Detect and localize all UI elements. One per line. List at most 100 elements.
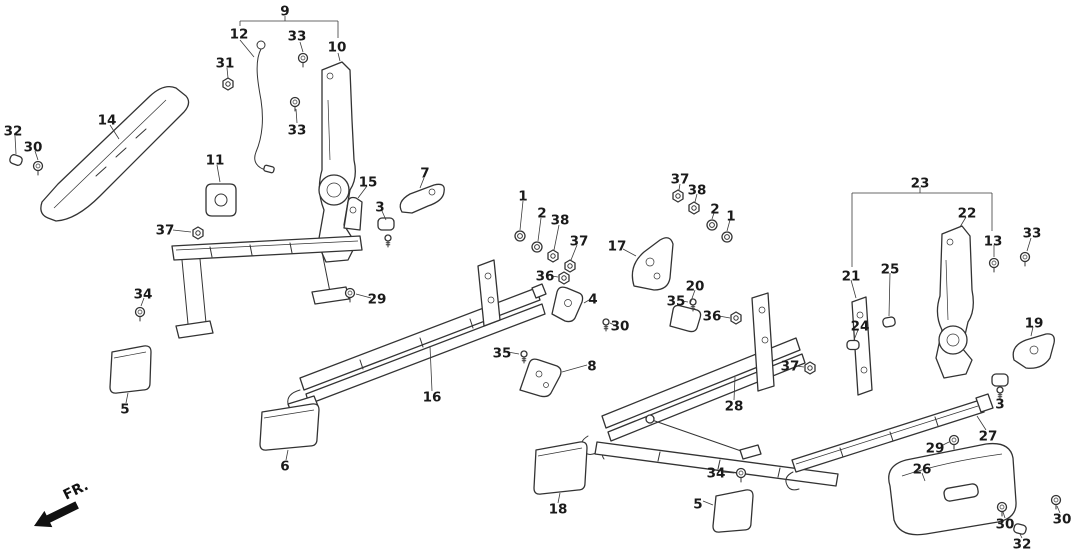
part-label-38: 38	[551, 213, 570, 229]
washer-2-icon	[531, 241, 543, 253]
part-label-23: 23	[911, 176, 930, 192]
bolt-33-icon	[1019, 251, 1031, 267]
part-label-10: 10	[328, 40, 347, 56]
part-label-11: 11	[206, 153, 225, 169]
screw-3-icon	[384, 234, 392, 248]
cable-clamp-3-right-art	[991, 373, 1009, 387]
part-label-25: 25	[881, 262, 900, 278]
part-label-30: 30	[24, 140, 43, 156]
part-label-9: 9	[280, 4, 289, 20]
part-label-15: 15	[359, 175, 378, 191]
knob-11-art	[205, 183, 237, 217]
bolt-34-icon	[134, 306, 146, 322]
screw-35-icon	[520, 350, 528, 364]
nut-37-icon	[672, 189, 684, 203]
part-label-36: 36	[703, 309, 722, 325]
washer-1-icon	[721, 231, 733, 243]
rail-assembly-left-rear-art	[171, 235, 363, 339]
part-label-19: 19	[1025, 316, 1044, 332]
part-label-14: 14	[98, 113, 117, 129]
seat-back-cover-14-art	[40, 85, 190, 222]
bracket-17-art	[631, 237, 674, 291]
part-label-37: 37	[570, 234, 589, 250]
cover-6-art	[259, 403, 320, 451]
part-label-24: 24	[851, 319, 870, 335]
part-label-37: 37	[671, 172, 690, 188]
part-label-13: 13	[984, 234, 1003, 250]
part-label-21: 21	[842, 269, 861, 285]
washer-2-icon	[706, 219, 718, 231]
part-label-33: 33	[1023, 226, 1042, 242]
part-label-35: 35	[667, 294, 686, 310]
nut-31-icon	[222, 77, 234, 91]
part-label-35: 35	[493, 346, 512, 362]
bolt-34-icon	[735, 467, 747, 483]
cover-5-left-art	[109, 345, 152, 394]
part-label-33: 33	[288, 29, 307, 45]
rail-assembly-right-front-27-art	[785, 393, 994, 491]
part-label-29: 29	[368, 292, 387, 308]
seat-back-frame-10-art	[317, 61, 357, 263]
bracket-8-art	[519, 358, 562, 398]
washer-1-icon	[514, 230, 526, 242]
screw-30-icon	[602, 318, 610, 332]
part-label-33: 33	[288, 123, 307, 139]
part-label-27: 27	[979, 429, 998, 445]
nut-36-icon	[730, 311, 742, 325]
part-label-34: 34	[134, 287, 153, 303]
clip-24-icon	[846, 339, 860, 351]
part-label-5: 5	[693, 497, 702, 513]
rail-assembly-left-front-16-art	[287, 259, 547, 415]
part-label-5: 5	[120, 402, 129, 418]
part-label-17: 17	[608, 239, 627, 255]
clip-25-icon	[881, 315, 897, 329]
bracket-15-art	[343, 196, 363, 231]
nut-37-icon	[192, 226, 204, 240]
seat-back-frame-22-art	[935, 225, 974, 379]
part-label-32: 32	[4, 124, 23, 140]
part-label-37: 37	[156, 223, 175, 239]
handle-7-art	[399, 183, 445, 214]
part-label-1: 1	[518, 189, 527, 205]
part-label-1: 1	[726, 209, 735, 225]
part-label-8: 8	[587, 359, 596, 375]
cover-18-art	[533, 441, 588, 495]
part-label-37: 37	[781, 359, 800, 375]
part-label-29: 29	[926, 441, 945, 457]
part-label-26: 26	[913, 462, 932, 478]
part-label-38: 38	[688, 183, 707, 199]
bolt-33-icon	[289, 96, 301, 112]
rail-assembly-right-rear-28-art	[580, 292, 839, 487]
part-label-16: 16	[423, 390, 442, 406]
nut-38-icon	[547, 249, 559, 263]
clip-32-icon	[1012, 522, 1028, 536]
nut-36-icon	[558, 271, 570, 285]
part-label-3: 3	[995, 397, 1004, 413]
part-label-36: 36	[536, 269, 555, 285]
bolt-30-icon	[32, 160, 44, 176]
bracket-20-art	[669, 304, 702, 333]
clip-32-icon	[8, 153, 24, 167]
nut-37-icon	[564, 259, 576, 273]
part-label-20: 20	[686, 279, 705, 295]
bolt-30-icon	[1050, 494, 1062, 510]
bolt-13-icon	[988, 257, 1000, 273]
nut-38-icon	[688, 201, 700, 215]
part-label-6: 6	[280, 459, 289, 475]
part-label-32: 32	[1013, 537, 1032, 553]
side-cover-26-art	[888, 442, 1017, 536]
part-label-7: 7	[420, 166, 429, 182]
fr-direction-arrow	[34, 501, 79, 528]
nut-37-icon	[804, 361, 816, 375]
recliner-cable-12-art	[254, 40, 275, 174]
leader-lines	[14, 16, 1061, 539]
bolt-29-icon	[948, 434, 960, 450]
part-label-28: 28	[725, 399, 744, 415]
part-label-4: 4	[588, 292, 597, 308]
bolt-29-icon	[344, 287, 356, 303]
part-label-12: 12	[230, 27, 249, 43]
part-label-30: 30	[1053, 512, 1072, 528]
part-label-2: 2	[537, 206, 546, 222]
